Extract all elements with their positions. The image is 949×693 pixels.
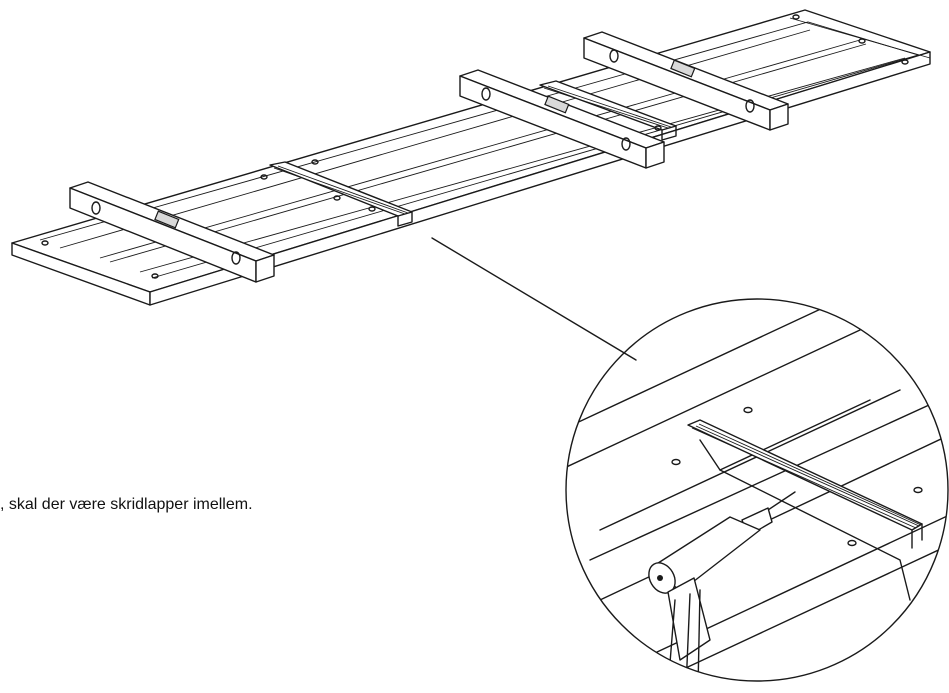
frame-top-surface: [11, 9, 931, 293]
instruction-caption: , skal der være skridlapper imellem.: [0, 496, 253, 513]
joint-strip-right: [539, 80, 677, 141]
screw-holes: [41, 14, 909, 279]
joint-strip-left: [269, 161, 413, 227]
support-beam-middle: [459, 69, 665, 169]
detail-zoom-circle: [565, 298, 949, 682]
support-beam-left: [69, 181, 275, 283]
drill-icon: [648, 491, 796, 681]
support-beam-right: [583, 31, 789, 131]
leader-line: [431, 237, 637, 361]
